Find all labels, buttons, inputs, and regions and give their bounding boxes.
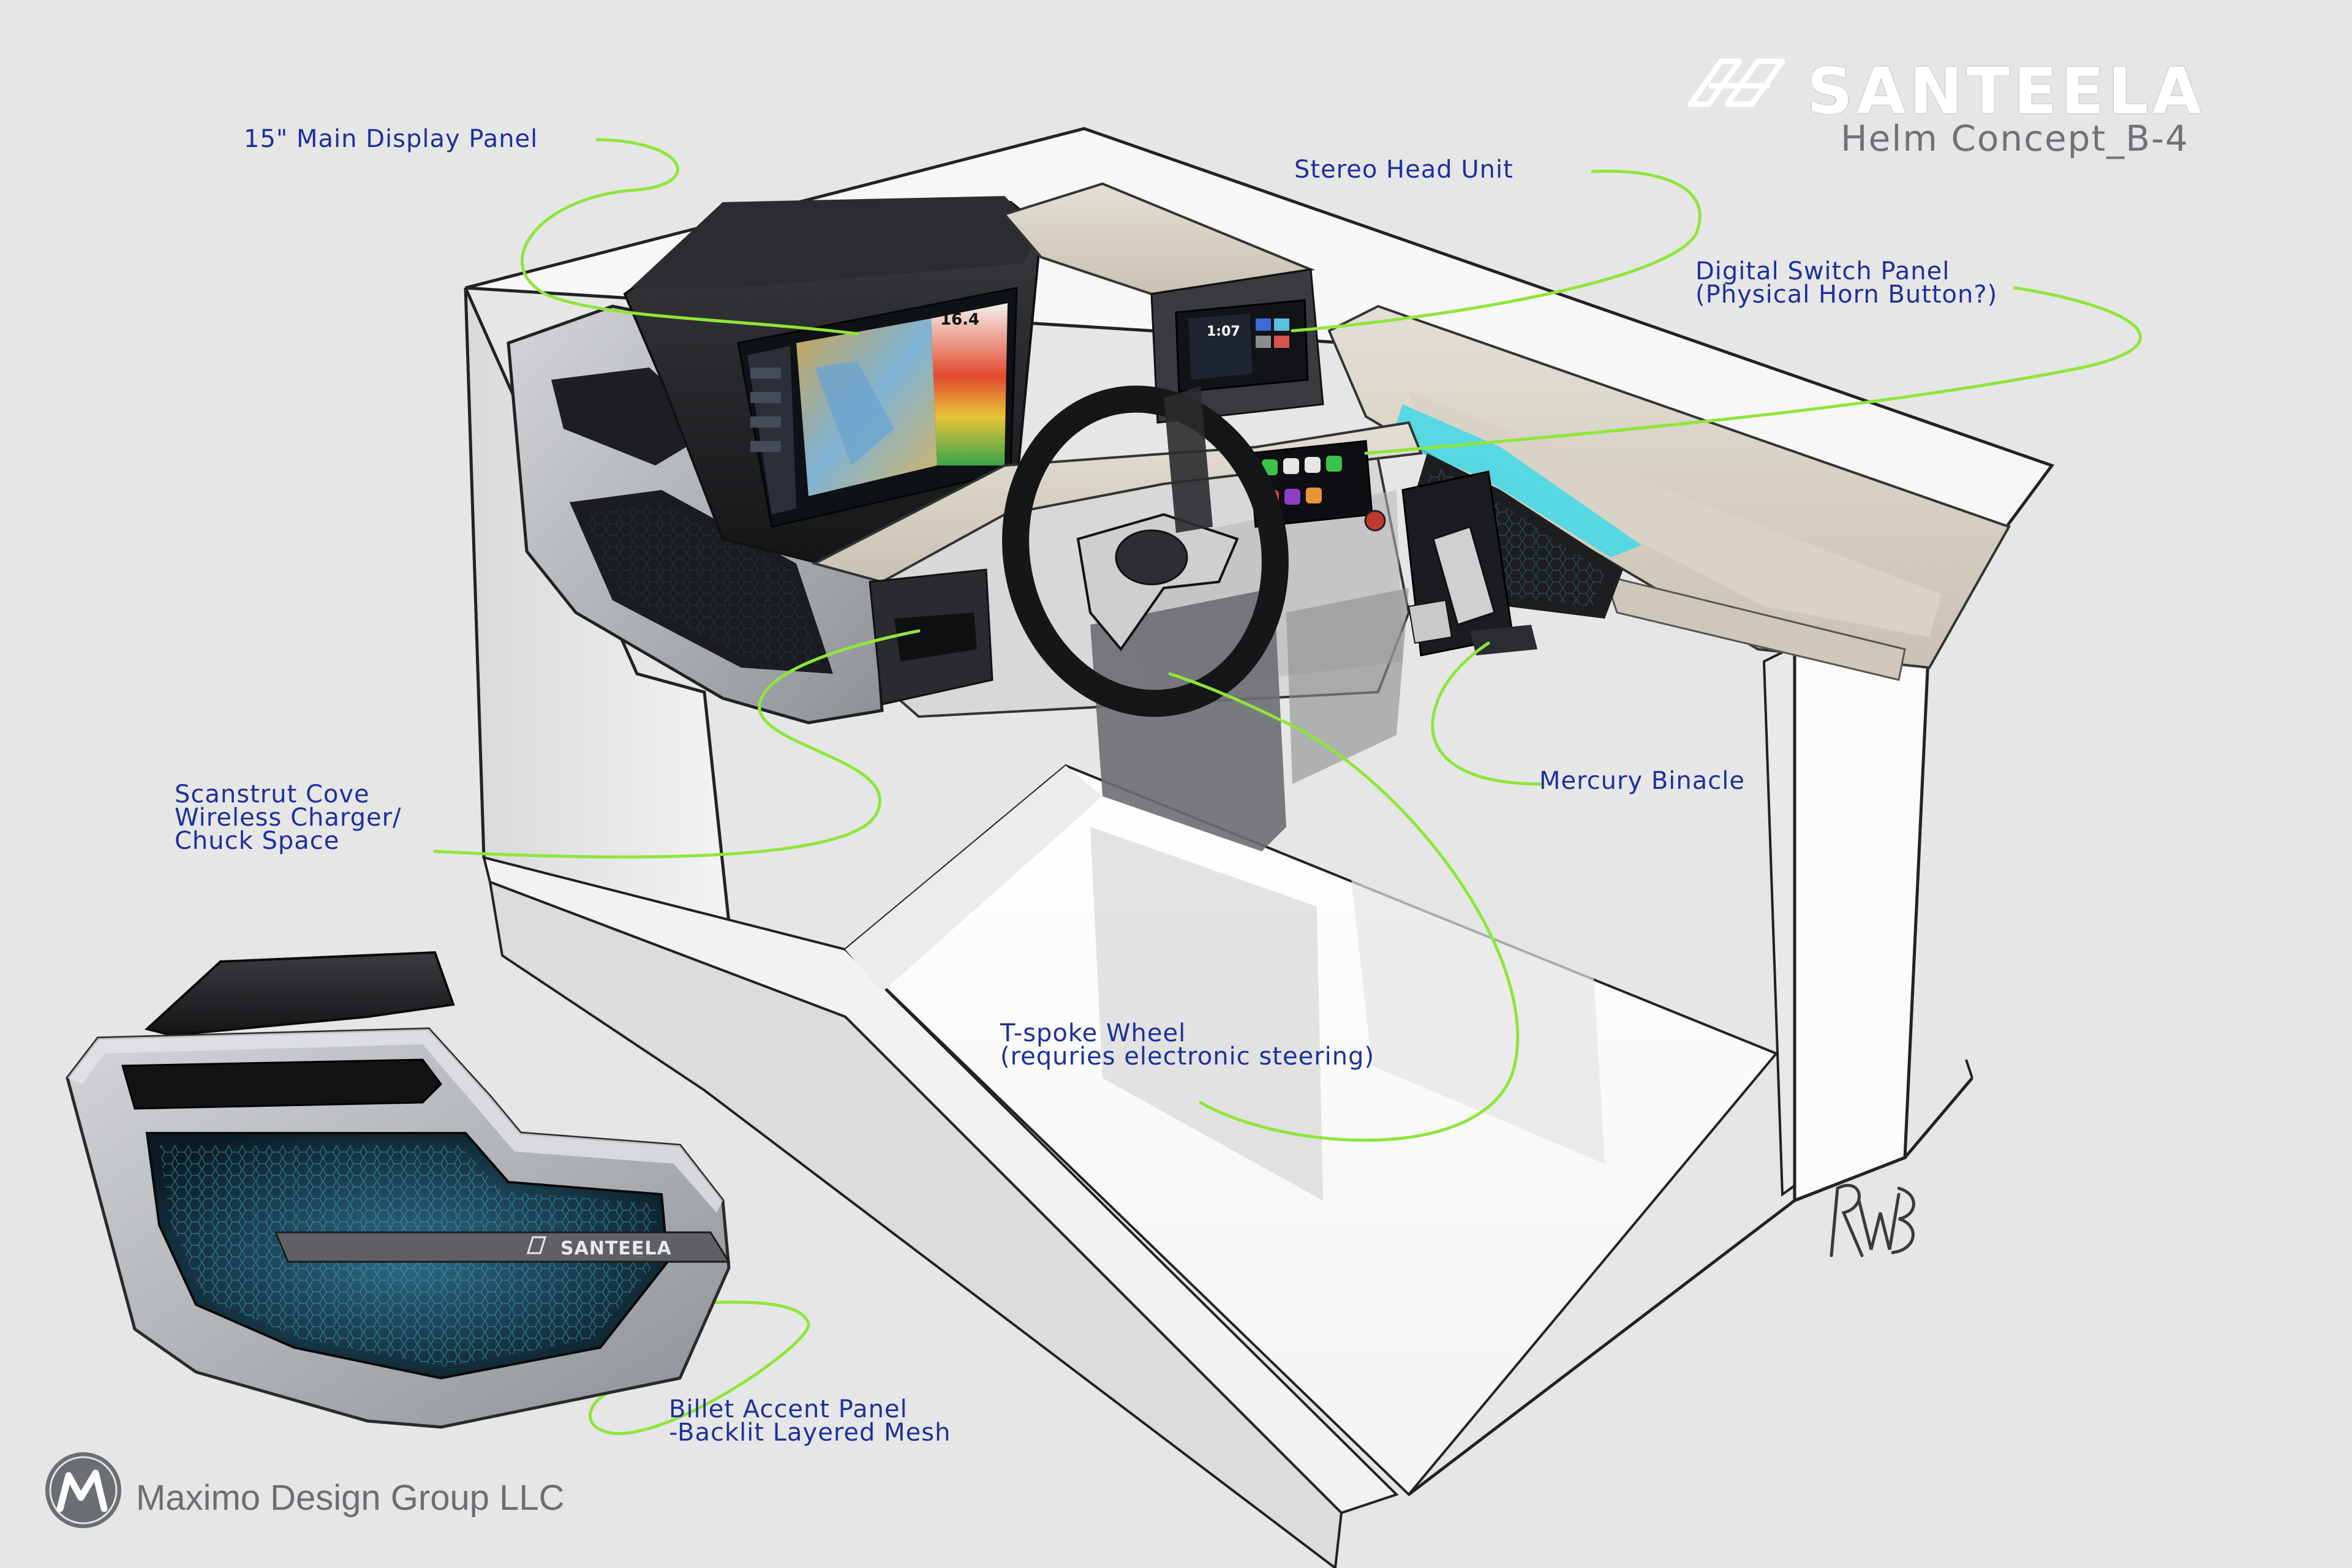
concept-title: Helm Concept_B-4 bbox=[1841, 118, 2189, 159]
callout-main-display: 15" Main Display Panel bbox=[244, 127, 538, 151]
callout-line: Wireless Charger/ bbox=[175, 804, 402, 832]
leader-main-display bbox=[520, 138, 859, 336]
billet-badge-logo-icon bbox=[526, 1236, 547, 1254]
leader-stereo bbox=[1291, 169, 1702, 333]
maximo-m-logo-icon bbox=[45, 1452, 121, 1528]
mercury-binacle bbox=[1401, 470, 1537, 657]
leader-billet bbox=[588, 1300, 810, 1435]
callout-line: Mercury Binacle bbox=[1539, 767, 1745, 795]
callout-line: Chuck Space bbox=[175, 827, 340, 855]
leader-charger bbox=[433, 629, 921, 859]
billet-badge-text: SANTEELA bbox=[560, 1238, 672, 1259]
callout-line: Scanstrut Cove bbox=[175, 780, 370, 809]
callout-billet-accent-panel: Billet Accent Panel -Backlit Layered Mes… bbox=[669, 1395, 951, 1447]
callout-stereo-head-unit: Stereo Head Unit bbox=[1294, 156, 1513, 184]
leader-switch-panel bbox=[1364, 286, 2142, 455]
charger-pocket bbox=[869, 568, 993, 706]
callout-line: 15" Main Display Panel bbox=[244, 125, 538, 153]
display-readout: 16.4 bbox=[940, 311, 979, 329]
callout-line: Digital Switch Panel bbox=[1695, 257, 1950, 285]
callout-line: Stereo Head Unit bbox=[1294, 156, 1513, 184]
callout-line: Billet Accent Panel bbox=[669, 1395, 908, 1423]
leader-binacle bbox=[1431, 641, 1542, 786]
billet-accent-panel-inset: SANTEELA bbox=[66, 951, 731, 1429]
right-console-shelf bbox=[1327, 304, 2011, 681]
callout-line: (requries electronic steering) bbox=[1000, 1042, 1375, 1071]
callout-line: (Physical Horn Button?) bbox=[1695, 281, 1998, 309]
dash-left-billet-panel bbox=[507, 304, 884, 725]
callout-digital-switch-panel: Digital Switch Panel (Physical Horn Butt… bbox=[1695, 257, 1998, 309]
main-display-screen: 16.4 bbox=[737, 287, 1018, 528]
steering-wheel bbox=[1002, 385, 1289, 717]
callout-line: -Backlit Layered Mesh bbox=[669, 1419, 951, 1447]
stereo-time: 1:07 bbox=[1207, 324, 1240, 339]
santeela-logo-icon bbox=[1687, 58, 1785, 107]
callout-wireless-charger: Scanstrut Cove Wireless Charger/ Chuck S… bbox=[175, 780, 402, 855]
stereo-head-unit: 1:07 bbox=[1175, 299, 1309, 393]
brand-name: SANTEELA bbox=[1807, 54, 2206, 129]
company-name: Maximo Design Group LLC bbox=[136, 1478, 565, 1518]
callout-mercury-binacle: Mercury Binacle bbox=[1539, 769, 1745, 793]
callout-line: T-spoke Wheel bbox=[1000, 1019, 1186, 1047]
rwb-signature-icon bbox=[1830, 1183, 1915, 1257]
leader-wheel bbox=[1168, 672, 1520, 1142]
leader-lines bbox=[433, 138, 2142, 1435]
callout-t-spoke-wheel: T-spoke Wheel (requries electronic steer… bbox=[1000, 1019, 1375, 1071]
